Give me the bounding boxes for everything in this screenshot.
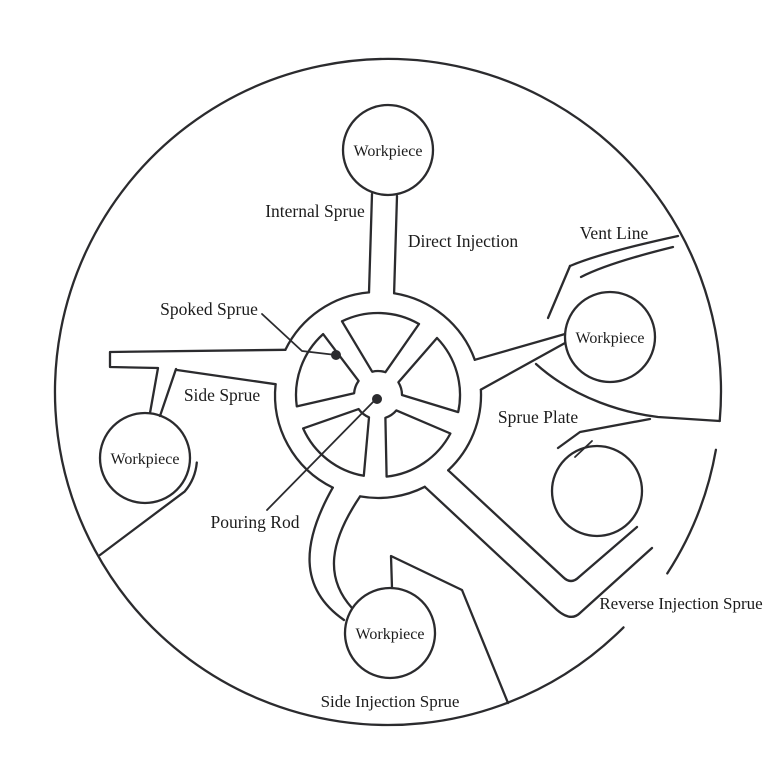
direct-injection-channel (367, 192, 399, 295)
hub-ring (273, 291, 483, 500)
hub-ring-arc-2 (284, 291, 371, 351)
direct-injection-wall-left (367, 192, 374, 294)
spoked-sprue-wheel (294, 311, 462, 478)
reverse-channel-outer-wall (423, 485, 654, 618)
workpiece-label-left: Workpiece (111, 451, 180, 468)
workpiece-label-top: Workpiece (354, 143, 423, 160)
workpiece-circle-bottom (343, 586, 437, 680)
workpiece-circle-lower-right (550, 444, 644, 538)
right-gate-wall-lower (479, 341, 567, 391)
bottom-pocket-edge (389, 554, 510, 705)
direct-injection-wall-right (392, 194, 399, 295)
spoked-sprue-label: Spoked Sprue (160, 299, 258, 319)
plate-island-right (397, 336, 462, 414)
plate-island-left (294, 332, 360, 408)
side-sprue-stub-right (158, 367, 178, 418)
right-gate-channel (473, 332, 567, 391)
vent-line-upper (568, 234, 680, 268)
side-injection-sprue-label: Side Injection Sprue (321, 692, 460, 711)
reverse-injection-sprue-label: Reverse Injection Sprue (599, 594, 762, 613)
hub-ring-arc-5 (447, 388, 483, 472)
right-pocket-lower-edge (534, 362, 721, 423)
reverse-injection-channel (423, 469, 654, 618)
annotation-labels: Workpiece Workpiece Workpiece Workpiece … (111, 143, 763, 711)
vent-line-label: Vent Line (580, 223, 649, 243)
leader-lines (261, 313, 376, 511)
spoked-sprue-leader (261, 313, 337, 356)
outer-plate-boundary (53, 57, 723, 727)
right-gate-wall-upper (473, 332, 567, 361)
sprue-plate-label: Sprue Plate (498, 407, 578, 427)
side-sprue-lower-wall (175, 368, 277, 386)
side-injection-channel (308, 486, 510, 705)
workpiece-label-bottom: Workpiece (356, 626, 425, 643)
internal-sprue-label: Internal Sprue (265, 201, 365, 221)
side-sprue-label: Side Sprue (184, 385, 261, 405)
workpiece-circle-left (98, 411, 192, 505)
plate-island-bottom-left (301, 407, 371, 477)
right-pocket-upper-edge (546, 264, 572, 320)
plate-island-bottom-right (384, 409, 452, 478)
pocket-connector-line (556, 417, 652, 450)
hub-ring-arc-4 (358, 485, 426, 500)
workpiece-circle-right (563, 290, 657, 384)
workpiece-label-right: Workpiece (576, 330, 645, 347)
reverse-channel-inner-wall (447, 469, 639, 583)
hub-ring-arc-1 (392, 292, 476, 361)
side-sprue-bar (108, 348, 287, 415)
outer-circle-short-arc (666, 448, 718, 575)
vent-line-lower (579, 245, 675, 279)
hub-ring-arc-3 (273, 383, 334, 489)
workpiece-circle-top (341, 103, 435, 197)
side-sprue-channel (98, 348, 287, 557)
side-injection-wall-left (308, 486, 346, 622)
pouring-rod-label: Pouring Rod (211, 512, 300, 532)
pouring-rod-leader (266, 399, 376, 511)
right-pocket (534, 234, 721, 458)
outer-circle-main-arc (53, 57, 723, 727)
direct-injection-label: Direct Injection (408, 231, 519, 251)
side-injection-wall-right (332, 495, 362, 610)
plate-island-top (340, 311, 421, 374)
left-pocket-edge (98, 461, 198, 557)
